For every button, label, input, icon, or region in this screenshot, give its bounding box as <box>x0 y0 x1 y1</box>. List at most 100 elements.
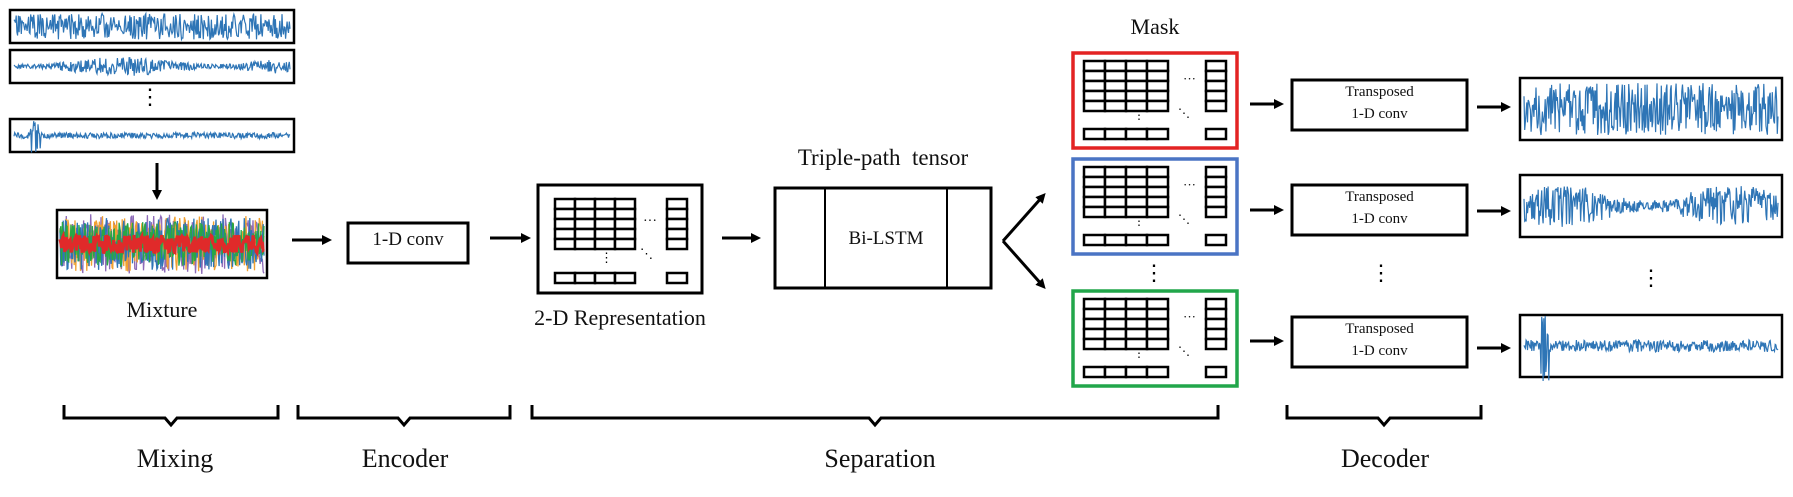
grid-cell <box>1124 165 1149 179</box>
grid-cell <box>1145 205 1170 219</box>
stage-brace <box>530 405 1220 428</box>
grid-cell <box>1145 79 1170 93</box>
grid-cell <box>1124 185 1149 199</box>
grid-cell <box>553 237 577 251</box>
grid-cell <box>1145 307 1170 321</box>
grid-cell <box>613 271 637 285</box>
grid-cell <box>1082 365 1107 379</box>
decoder-ellipsis: ⋮ <box>1370 260 1392 285</box>
grid-cell <box>1204 127 1228 141</box>
grid-cell <box>1145 59 1170 73</box>
source-signal-3 <box>8 117 296 154</box>
grid-ellipsis: ··· <box>1183 309 1196 324</box>
grid-cell <box>1124 365 1149 379</box>
grid-cell <box>593 217 617 231</box>
grid-ellipsis: ··· <box>1183 71 1196 86</box>
grid-cell <box>573 271 597 285</box>
grid-cell <box>1103 205 1128 219</box>
grid-cell <box>1124 69 1149 83</box>
grid-cell <box>1103 165 1128 179</box>
grid-cell <box>1103 317 1128 331</box>
representation-label: 2-D Representation <box>534 305 706 330</box>
grid-cell <box>1103 195 1128 209</box>
grid-cell <box>1082 233 1107 247</box>
grid-cell <box>613 207 637 221</box>
grid-cell <box>1124 195 1149 209</box>
grid-cell <box>1204 337 1228 351</box>
grid-cell <box>1124 89 1149 103</box>
grid-cell <box>573 237 597 251</box>
grid-cell <box>613 217 637 231</box>
grid-cell <box>1204 99 1228 113</box>
grid-cell <box>1103 233 1128 247</box>
source-signals-ellipsis: ⋮ <box>139 84 161 109</box>
grid-cell <box>1082 337 1107 351</box>
grid-cell <box>553 227 577 241</box>
grid-cell <box>553 207 577 221</box>
grid-ellipsis: ⋮ <box>1133 214 1145 228</box>
stage-label-decoder: Decoder <box>1340 444 1430 473</box>
grid-cell <box>1103 59 1128 73</box>
grid-cell <box>1082 317 1107 331</box>
grid-cell <box>1124 59 1149 73</box>
stage-label-separation: Separation <box>824 444 936 473</box>
grid-cell <box>1124 297 1149 311</box>
grid-cell <box>1145 89 1170 103</box>
grid-cell <box>613 237 637 251</box>
stage-brace <box>62 405 280 428</box>
grid-cell <box>1082 89 1107 103</box>
grid-cell <box>665 237 689 251</box>
decoder-box-1-line2: 1-D conv <box>1351 106 1408 122</box>
grid-cell <box>1103 297 1128 311</box>
grid-cell <box>593 207 617 221</box>
grid-cell <box>1082 175 1107 189</box>
grid-cell <box>553 271 577 285</box>
grid-cell <box>1145 185 1170 199</box>
grid-cell <box>613 227 637 241</box>
tensor-title: Triple-path tensor <box>797 145 969 170</box>
grid-cell <box>1082 79 1107 93</box>
grid-cell <box>553 217 577 231</box>
grid-cell <box>1204 175 1228 189</box>
grid-cell <box>553 197 577 211</box>
grid-cell <box>1204 69 1228 83</box>
grid-cell <box>593 237 617 251</box>
grid-cell <box>1145 165 1170 179</box>
decoder-box-2-line1: Transposed <box>1345 189 1414 205</box>
grid-cell <box>1082 297 1107 311</box>
decoder-box-1 <box>1290 78 1469 132</box>
decoder-box-3-line2: 1-D conv <box>1351 343 1408 359</box>
grid-cell <box>1204 307 1228 321</box>
stage-brace <box>296 405 512 428</box>
source-signal-1 <box>8 8 296 45</box>
grid-cell <box>1204 327 1228 341</box>
grid-cell <box>1103 69 1128 83</box>
grid-cell <box>1204 233 1228 247</box>
grid-cell <box>613 197 637 211</box>
mask-red: ···⋮⋱ <box>1071 51 1239 150</box>
grid-cell <box>1145 195 1170 209</box>
grid-cell <box>1082 127 1107 141</box>
grid-cell <box>573 217 597 231</box>
outputs-ellipsis: ⋮ <box>1640 265 1662 290</box>
grid-cell <box>665 207 689 221</box>
grid-cell <box>1124 327 1149 341</box>
grid-cell <box>1103 89 1128 103</box>
mixture-label: Mixture <box>126 297 198 322</box>
mask-title: Mask <box>1130 14 1180 39</box>
grid-cell <box>1145 127 1170 141</box>
stage-label-mixing: Mixing <box>136 444 214 473</box>
grid-cell <box>1082 205 1107 219</box>
grid-cell <box>1145 327 1170 341</box>
stage-label-encoder: Encoder <box>361 444 449 473</box>
triple-path-tensor <box>773 186 993 290</box>
grid-cell <box>1103 365 1128 379</box>
grid-cell <box>1082 307 1107 321</box>
grid-cell <box>665 217 689 231</box>
mask-blue: ···⋮⋱ <box>1071 157 1239 256</box>
grid-cell <box>1145 99 1170 113</box>
grid-cell <box>1082 59 1107 73</box>
grid-cell <box>1082 185 1107 199</box>
